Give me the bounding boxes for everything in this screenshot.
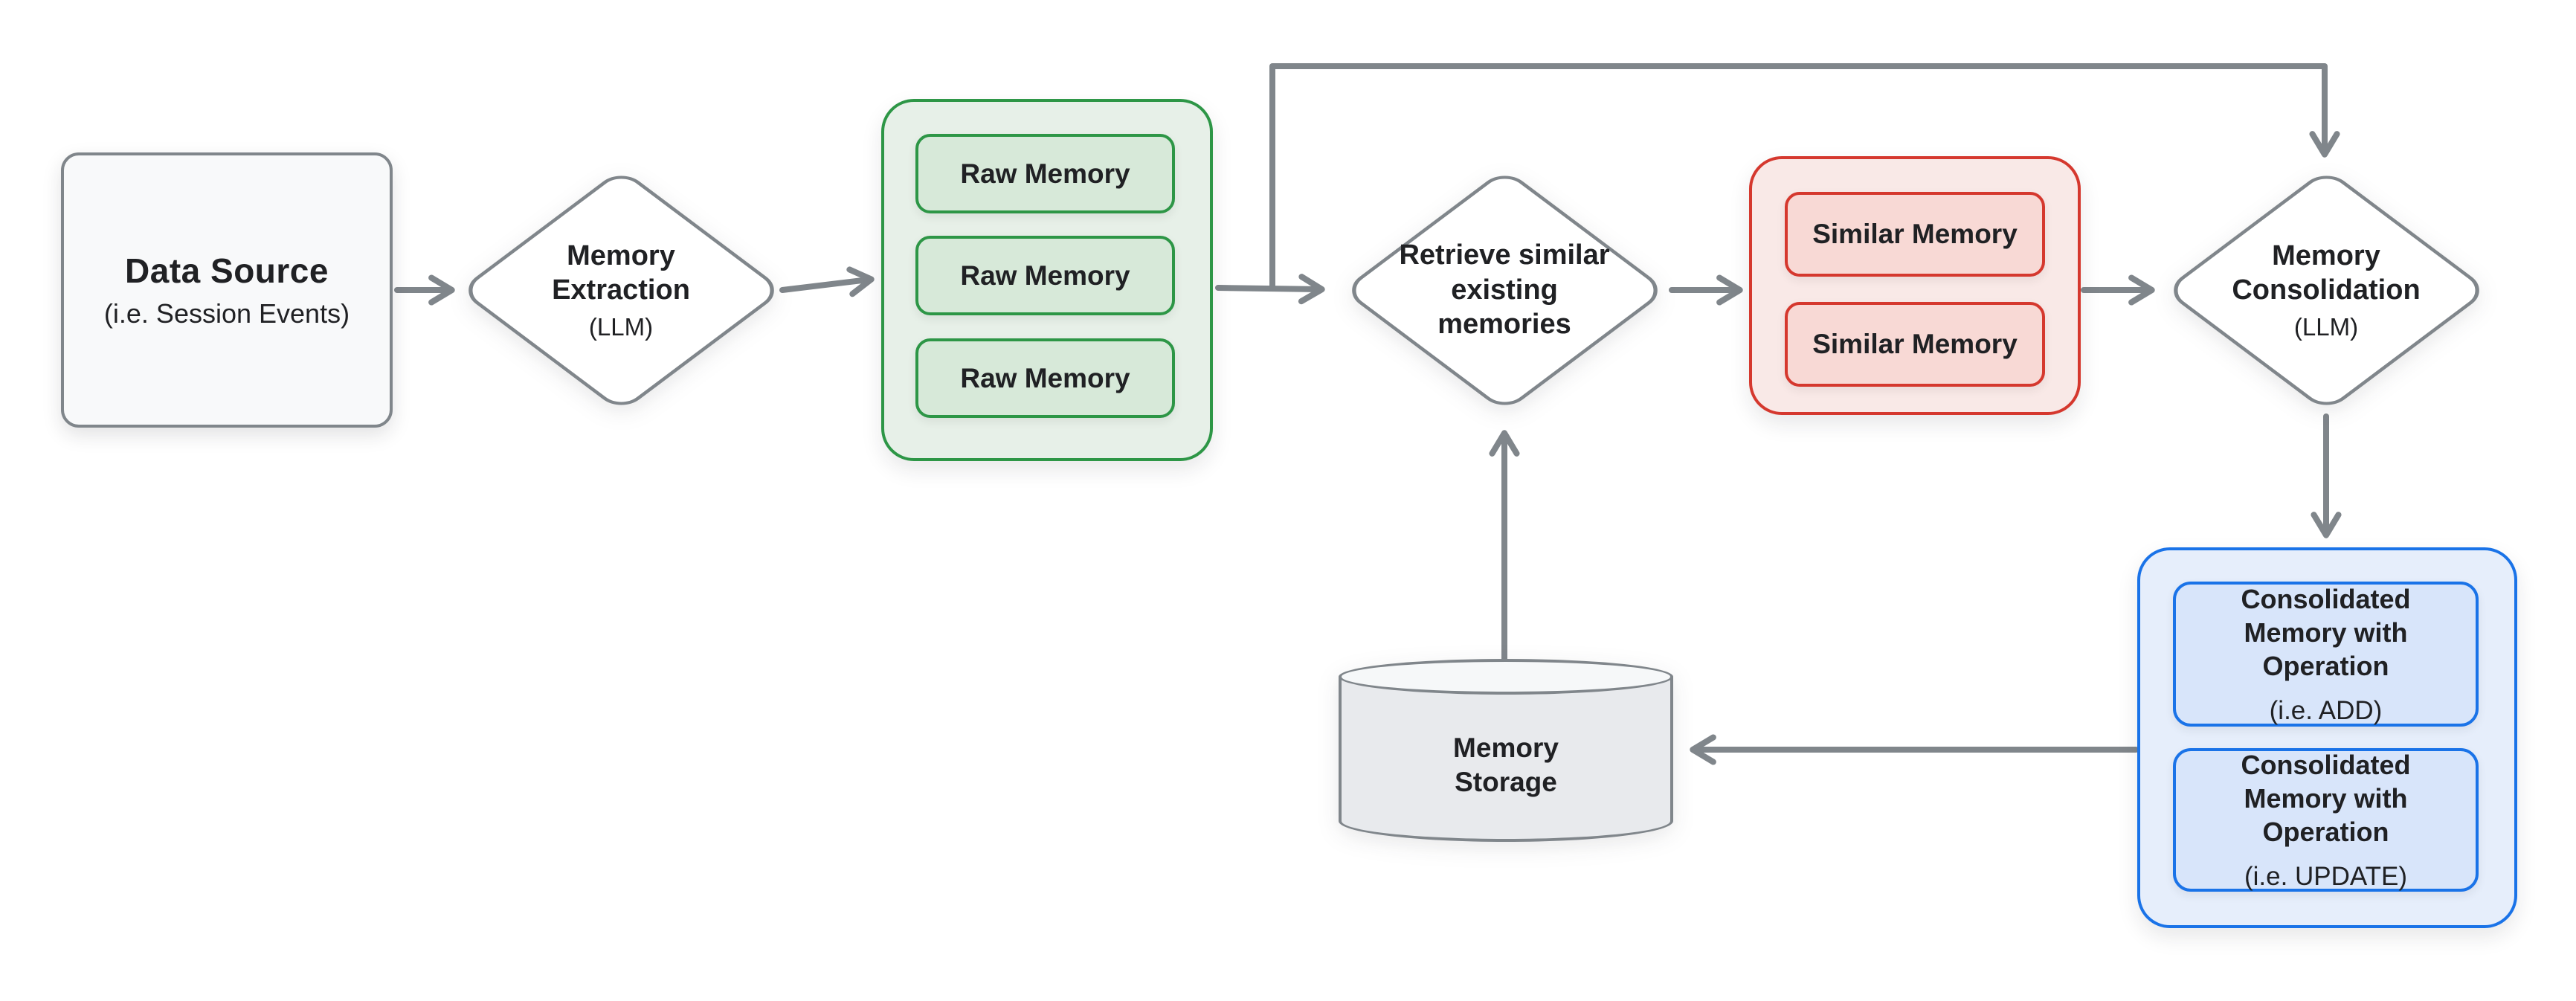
label-line: Storage — [1455, 767, 1557, 797]
retrieve-similar-memories-label: Retrieve similar existing memories — [1341, 167, 1668, 413]
label-line: Consolidation — [2232, 274, 2421, 306]
label-line: Memory — [567, 239, 675, 271]
label-line: memories — [1437, 309, 1571, 341]
data-source-node: Data Source (i.e. Session Events) — [61, 152, 393, 428]
raw-memory-label: Raw Memory — [960, 260, 1130, 291]
similar-memory-label: Similar Memory — [1812, 329, 2018, 359]
memory-storage-node: Memory Storage — [1339, 659, 1673, 842]
similar-memory-box: Similar Memory — [1785, 192, 2045, 277]
data-source-title: Data Source — [125, 251, 329, 290]
raw-memory-label: Raw Memory — [960, 158, 1130, 189]
label-line: Extraction — [552, 274, 690, 306]
memory-consolidation-label: Memory Consolidation (LLM) — [2163, 167, 2490, 413]
arrow-rawmemories-to-retrieve — [1215, 274, 1325, 305]
memory-consolidation-node: Memory Consolidation (LLM) — [2163, 167, 2490, 413]
consolidated-memory-title: Consolidated Memory with Operation — [2241, 584, 2411, 681]
raw-memory-label: Raw Memory — [960, 362, 1130, 393]
arrow-extraction-to-rawmemories — [779, 266, 875, 297]
consolidated-memory-add-box: Consolidated Memory with Operation (i.e.… — [2173, 582, 2479, 727]
label-line: Retrieve similar — [1399, 239, 1610, 271]
label-subtitle: (LLM) — [2293, 313, 2359, 341]
data-source-subtitle: (i.e. Session Events) — [103, 298, 350, 329]
consolidated-memory-operation: (i.e. ADD) — [2269, 696, 2383, 725]
consolidated-memory-update-box: Consolidated Memory with Operation (i.e.… — [2173, 748, 2479, 892]
label-line: Memory — [2272, 239, 2380, 271]
memory-storage-label: Memory Storage — [1453, 731, 1559, 800]
similar-memory-label: Similar Memory — [1812, 219, 2018, 249]
cylinder-top-ellipse — [1339, 659, 1673, 695]
memory-extraction-label: Memory Extraction (LLM) — [457, 167, 785, 413]
retrieve-similar-memories-node: Retrieve similar existing memories — [1341, 167, 1668, 413]
label-line: existing — [1451, 274, 1558, 306]
memory-extraction-node: Memory Extraction (LLM) — [457, 167, 785, 413]
label-subtitle: (LLM) — [588, 313, 654, 341]
label-line: Memory — [1453, 732, 1559, 763]
raw-memory-box: Raw Memory — [915, 236, 1175, 315]
cylinder-body: Memory Storage — [1339, 677, 1673, 842]
consolidated-memory-title: Consolidated Memory with Operation — [2241, 750, 2411, 847]
consolidated-memory-operation: (i.e. UPDATE) — [2244, 862, 2408, 891]
raw-memory-box: Raw Memory — [915, 134, 1175, 213]
raw-memory-box: Raw Memory — [915, 338, 1175, 418]
similar-memory-box: Similar Memory — [1785, 302, 2045, 387]
